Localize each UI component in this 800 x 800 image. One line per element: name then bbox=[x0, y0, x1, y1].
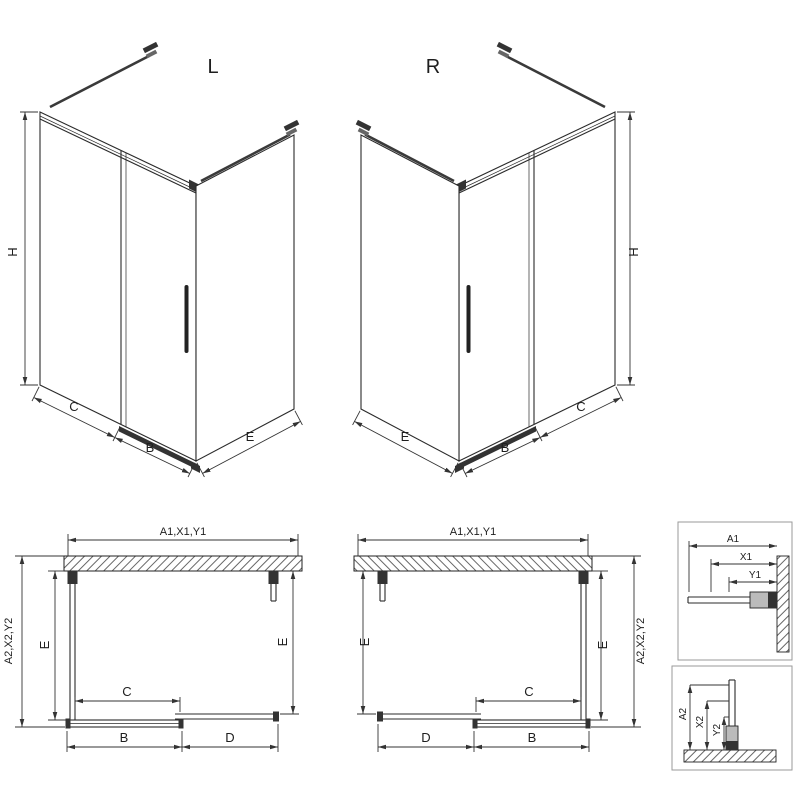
iso-right-dim-c-label: C bbox=[576, 399, 585, 414]
detail-width-wall bbox=[776, 555, 790, 653]
plan-right-dim-c-label: C bbox=[524, 684, 533, 699]
detail-dim-x1-label: X1 bbox=[740, 552, 753, 563]
detail-dim-a2-label: A2 bbox=[678, 707, 689, 720]
iso-right-title: R bbox=[426, 56, 440, 78]
plan-left-dim-e-right-label: E bbox=[275, 637, 290, 646]
iso-left-dim-b-label: B bbox=[146, 440, 155, 455]
iso-right-dim-h-label: H bbox=[626, 247, 641, 256]
plan-left-dim-a2-label: A2,X2,Y2 bbox=[3, 618, 15, 664]
detail-dim-x2-label: X2 bbox=[695, 715, 706, 728]
iso-left-dim-e-label: E bbox=[246, 429, 255, 444]
detail-dim-y2-label: Y2 bbox=[712, 723, 723, 736]
plan-left-dim-d-label: D bbox=[225, 730, 234, 745]
detail-depth-wall bbox=[683, 749, 777, 763]
detail-depth-adjustment: A2 X2 Y2 bbox=[671, 665, 793, 771]
plan-right-dim-e-left-label: E bbox=[357, 637, 372, 646]
plan-right-dim-e-right-label: E bbox=[595, 640, 610, 649]
plan-left-dim-a1-label: A1,X1,Y1 bbox=[160, 526, 206, 538]
detail-width-adjustment: A1 X1 Y1 bbox=[677, 521, 793, 661]
iso-left-dim-c-label: C bbox=[69, 399, 78, 414]
detail-depth-border bbox=[671, 665, 793, 771]
detail-dim-a1-label: A1 bbox=[727, 534, 740, 545]
plan-right-view: A1,X1,Y1 A2,X2,Y2 E E C B D bbox=[354, 526, 647, 752]
iso-right-dim-b-label: B bbox=[501, 440, 510, 455]
plan-left-dim-c-label: C bbox=[122, 684, 131, 699]
plan-right-dim-a2-label: A2,X2,Y2 bbox=[635, 618, 647, 664]
plan-right-dim-b-label: B bbox=[528, 730, 537, 745]
detail-width-border bbox=[677, 521, 793, 661]
plan-left-dim-b-label: B bbox=[120, 730, 129, 745]
plan-right-dim-d-label: D bbox=[421, 730, 430, 745]
iso-left-view: L H C B E bbox=[5, 42, 302, 477]
iso-left-title: L bbox=[207, 56, 218, 78]
iso-right-view: R H C B E bbox=[353, 42, 641, 477]
plan-left-view: A1,X1,Y1 A2,X2,Y2 E E C B D bbox=[3, 526, 302, 752]
iso-left-dim-h-label: H bbox=[5, 247, 20, 256]
plan-right-dim-a1-label: A1,X1,Y1 bbox=[450, 526, 496, 538]
detail-dim-y1-label: Y1 bbox=[749, 570, 762, 581]
plan-left-dim-e-left-label: E bbox=[37, 640, 52, 649]
iso-right-dim-e-label: E bbox=[401, 429, 410, 444]
